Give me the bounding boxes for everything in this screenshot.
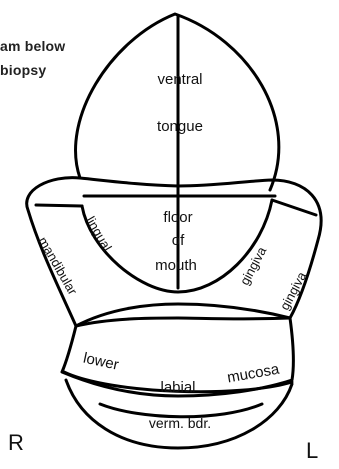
label-mucosa: mucosa [226,361,281,387]
left-side-marker: L [306,438,318,464]
label-verm-bdr: verm. bdr. [149,415,211,431]
band-divider-left [36,205,82,206]
label-labial: labial [160,379,195,396]
label-ventral: ventral [157,71,202,88]
band-divider-right [272,200,316,215]
label-gingiva-upper: gingiva [237,244,270,288]
label-tongue: tongue [157,118,203,135]
label-lingual: lingual [83,214,115,254]
lip-upper-edge [76,304,290,326]
label-of: of [172,232,185,249]
label-gingiva-lower: gingiva [277,269,310,313]
right-side-marker: R [8,430,24,456]
label-lower: lower [82,350,121,374]
label-mouth: mouth [155,257,197,274]
label-floor: floor [163,209,192,226]
